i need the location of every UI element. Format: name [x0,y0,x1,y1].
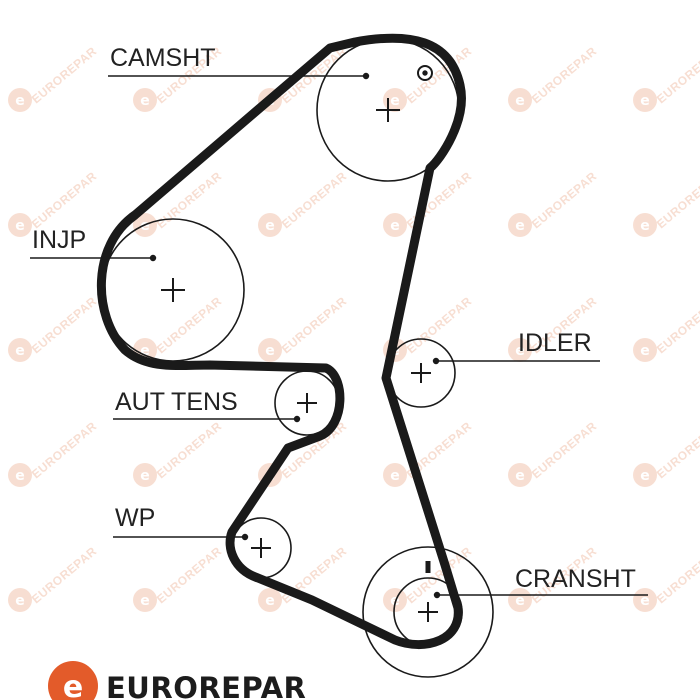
svg-text:EUROREPAR: EUROREPAR [529,169,600,231]
svg-text:e: e [140,218,150,234]
svg-text:e: e [390,218,400,234]
eurorepar-logo: e EUROREPAR [48,661,306,700]
svg-text:EUROREPAR: EUROREPAR [154,169,225,231]
label-camshaft: CAMSHT [110,44,216,72]
svg-text:e: e [515,218,525,234]
svg-text:EUROREPAR: EUROREPAR [529,44,600,106]
svg-text:e: e [15,93,25,109]
svg-text:EUROREPAR: EUROREPAR [404,294,475,356]
svg-text:e: e [515,343,525,359]
timing-belt [97,33,466,650]
svg-text:EUROREPAR: EUROREPAR [654,44,700,106]
svg-text:e: e [140,593,150,609]
svg-text:e: e [140,468,150,484]
label-auto-tensioner: AUT TENS [115,388,238,416]
svg-text:EUROREPAR: EUROREPAR [654,544,700,606]
label-idler: IDLER [518,329,592,357]
svg-text:e: e [640,93,650,109]
svg-text:e: e [640,218,650,234]
svg-text:EUROREPAR: EUROREPAR [154,294,225,356]
svg-text:EUROREPAR: EUROREPAR [154,419,225,481]
svg-text:e: e [640,343,650,359]
svg-text:e: e [140,93,150,109]
svg-text:e: e [63,670,83,700]
svg-text:e: e [265,593,275,609]
svg-text:e: e [515,93,525,109]
svg-text:EUROREPAR: EUROREPAR [654,294,700,356]
pulley-crankshaft [362,546,494,678]
svg-text:EUROREPAR: EUROREPAR [29,544,100,606]
svg-text:EUROREPAR: EUROREPAR [279,44,350,106]
svg-text:e: e [390,93,400,109]
label-injection-pump: INJP [32,226,86,254]
svg-text:e: e [640,468,650,484]
svg-text:e: e [515,593,525,609]
svg-text:EUROREPAR: EUROREPAR [654,419,700,481]
svg-text:EUROREPAR: EUROREPAR [29,419,100,481]
svg-text:e: e [140,343,150,359]
svg-text:e: e [15,343,25,359]
svg-text:EUROREPAR: EUROREPAR [29,294,100,356]
svg-text:e: e [15,468,25,484]
timing-mark-icon [417,65,433,81]
footer-brand-text: EUROREPAR [106,671,306,700]
svg-text:e: e [390,468,400,484]
label-water-pump: WP [115,504,155,532]
svg-text:EUROREPAR: EUROREPAR [29,169,100,231]
svg-text:EUROREPAR: EUROREPAR [279,294,350,356]
svg-text:e: e [15,218,25,234]
leader-lines [30,72,648,599]
svg-text:e: e [265,218,275,234]
svg-text:EUROREPAR: EUROREPAR [654,169,700,231]
svg-text:EUROREPAR: EUROREPAR [529,419,600,481]
svg-text:e: e [265,343,275,359]
svg-text:e: e [15,593,25,609]
svg-text:e: e [515,468,525,484]
svg-text:EUROREPAR: EUROREPAR [29,44,100,106]
svg-text:EUROREPAR: EUROREPAR [279,169,350,231]
label-crankshaft: CRANSHT [515,565,636,593]
svg-text:EUROREPAR: EUROREPAR [154,544,225,606]
svg-text:e: e [640,593,650,609]
